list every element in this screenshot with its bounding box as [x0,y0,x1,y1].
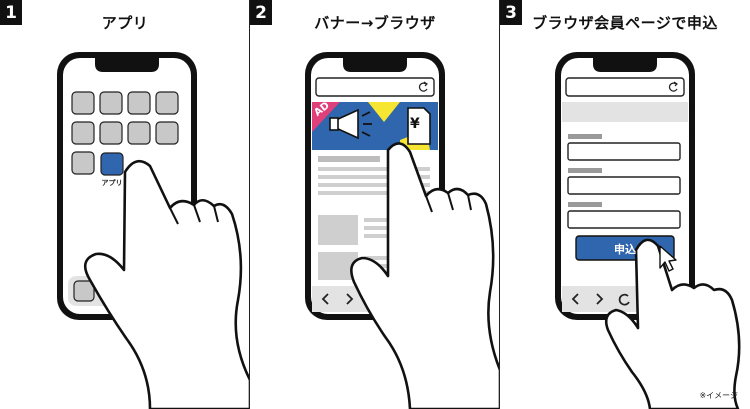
app-grid [71,91,179,176]
step-2-title: バナー→ブラウザ [314,14,436,32]
image-note: ※イメージ [699,391,738,400]
back-icon[interactable] [571,293,579,305]
reload-icon[interactable] [418,82,428,92]
cursor-arrow-icon [659,245,677,272]
step-2-illustration [305,52,500,409]
step-1-illustration [57,52,250,409]
app-icon[interactable] [127,121,151,145]
form-label [568,168,602,173]
hand-pointer [83,159,250,409]
yen-symbol: ¥ [410,116,420,132]
forward-icon[interactable] [596,293,604,305]
step-1-number: 1 [0,0,22,25]
app-icon[interactable] [99,91,123,115]
app-icon[interactable] [127,91,151,115]
hand-knuckles [169,204,219,225]
target-app-icon[interactable] [100,152,124,176]
form-field[interactable] [567,210,681,229]
hand-pointer [350,142,500,409]
step-2-panel: 2 バナー→ブラウザ [250,0,500,409]
ad-banner[interactable] [312,102,438,150]
page-header-area [562,102,688,122]
form-label [568,134,602,139]
submit-button-label: 申込 [614,243,636,256]
reload-icon[interactable] [618,293,630,306]
target-app-label: アプリ [101,179,123,187]
step-3-illustration [555,52,741,409]
panel-divider [249,0,250,409]
step-1-title: アプリ [101,14,149,32]
step-3-title: ブラウザ会員ページで申込 [532,14,718,32]
megaphone-icon [329,108,372,140]
step-1-panel: 1 アプリ アプリ [0,0,250,409]
form-field[interactable] [567,142,681,161]
panel-divider [499,0,500,409]
step-3-number: 3 [500,0,522,25]
app-icon[interactable] [155,121,179,145]
step-2-number: 2 [250,0,272,25]
app-icon[interactable] [71,91,95,115]
app-icon[interactable] [71,151,95,175]
browser-address-bar[interactable] [315,77,435,97]
invoice-icon [407,107,431,145]
app-icon[interactable] [155,91,179,115]
app-icon[interactable] [99,121,123,145]
form-field[interactable] [567,176,681,195]
hand-pointer [604,238,741,409]
app-icon[interactable] [71,121,95,145]
phone-notch [95,58,159,72]
browser-address-bar[interactable] [565,77,685,97]
forward-icon[interactable] [346,293,354,305]
back-icon[interactable] [321,293,329,305]
step-3-panel: 3 ブラウザ会員ページで申込 [500,0,750,409]
form-label [568,202,602,207]
dock-icon[interactable] [73,280,95,302]
